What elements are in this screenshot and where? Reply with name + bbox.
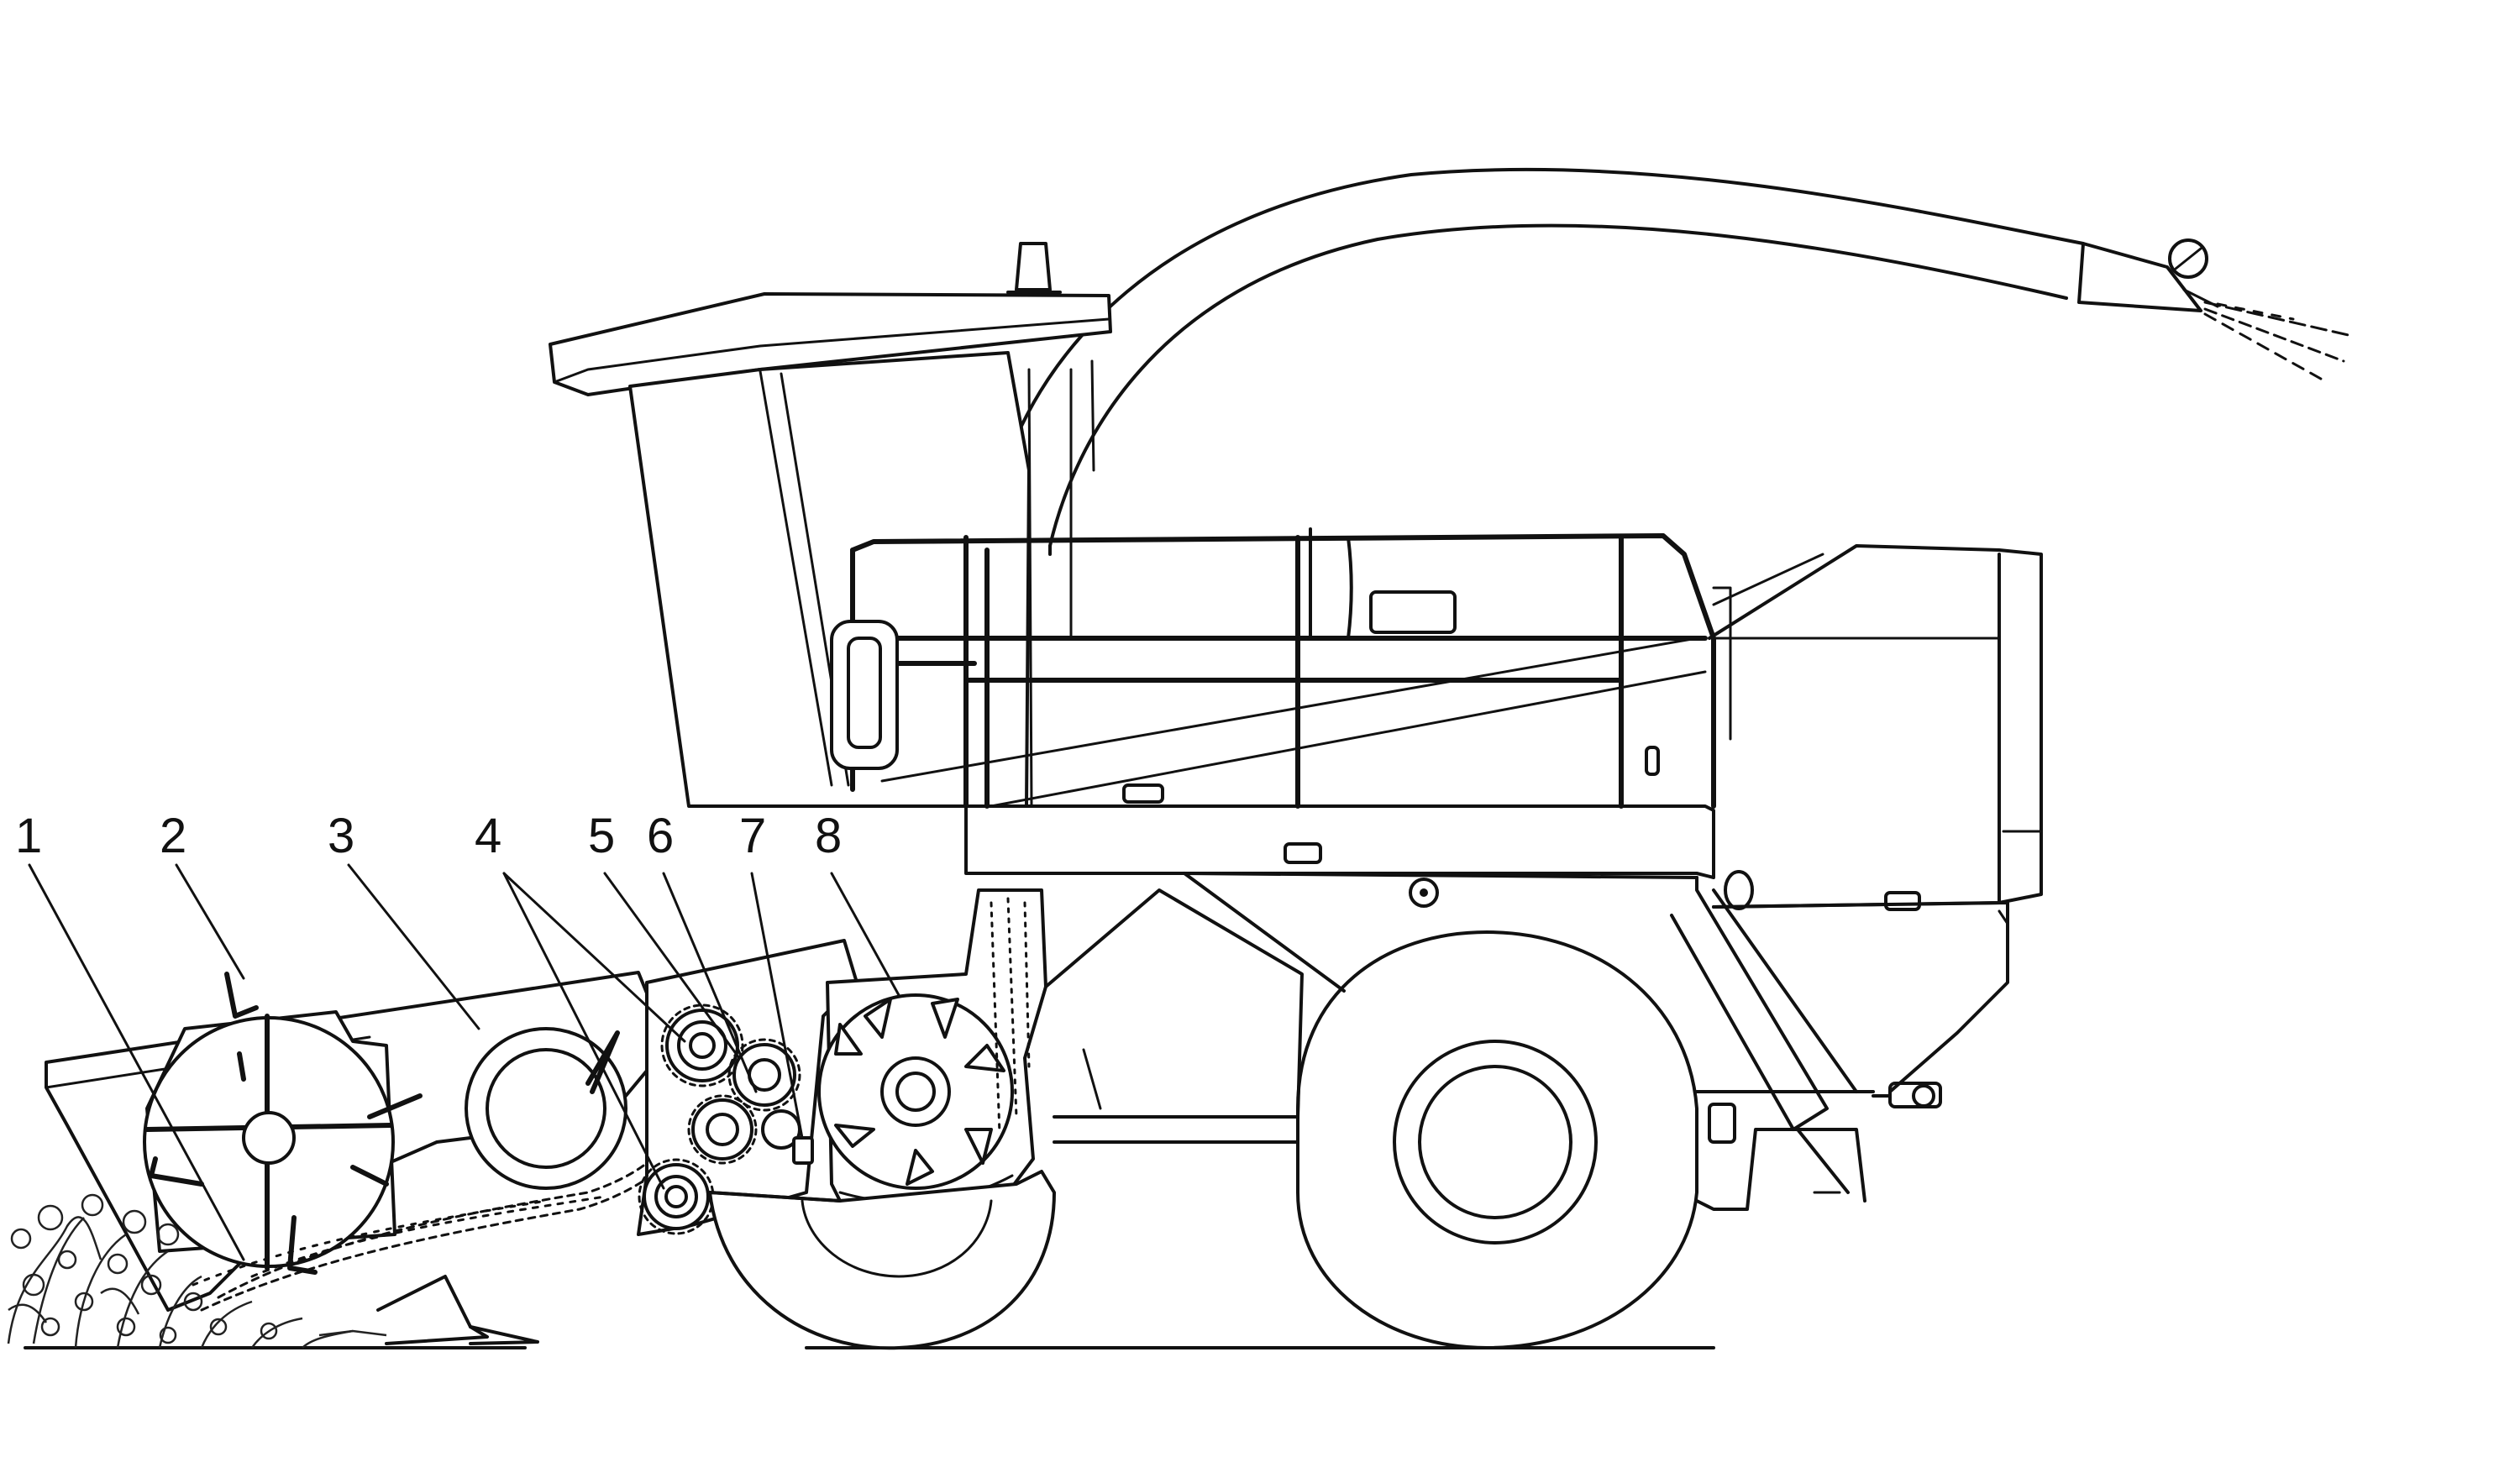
beacon-light-icon — [1006, 242, 1062, 294]
panel-handle-icon — [1284, 842, 1322, 864]
front-wheel — [708, 1170, 1056, 1350]
callout-7: 7 — [739, 809, 766, 863]
callout-4: 4 — [475, 809, 501, 863]
hitch-icon — [1872, 1082, 1942, 1108]
standing-crop — [7, 1193, 387, 1349]
press-rolls — [687, 1038, 814, 1165]
air-intake-icon — [1369, 590, 1457, 634]
callout-6: 6 — [647, 809, 674, 863]
operator-cab — [549, 292, 1112, 808]
callout-3: 3 — [328, 809, 354, 863]
pickup-reel — [143, 972, 423, 1275]
panel-handle-icon — [1122, 783, 1164, 804]
handrail — [830, 533, 1732, 809]
engine-body — [880, 527, 2043, 911]
spout-actuator-icon — [2168, 238, 2208, 279]
discharge-spout — [1002, 167, 2354, 556]
callout-5: 5 — [588, 809, 615, 863]
callout-labels: 1 2 3 4 5 6 7 8 — [15, 809, 842, 863]
callout-leaders — [28, 863, 900, 1261]
intake-auger — [465, 1027, 627, 1190]
shear-bar — [792, 1136, 814, 1165]
callout-2: 2 — [160, 809, 186, 863]
callout-1: 1 — [15, 809, 42, 863]
rear-wheel — [1296, 930, 1698, 1349]
crop-jet — [2203, 301, 2354, 384]
chassis — [1044, 870, 2009, 1211]
callout-8: 8 — [815, 809, 842, 863]
cutterhead — [817, 888, 1047, 1213]
panel-handle-icon — [1884, 891, 1921, 911]
